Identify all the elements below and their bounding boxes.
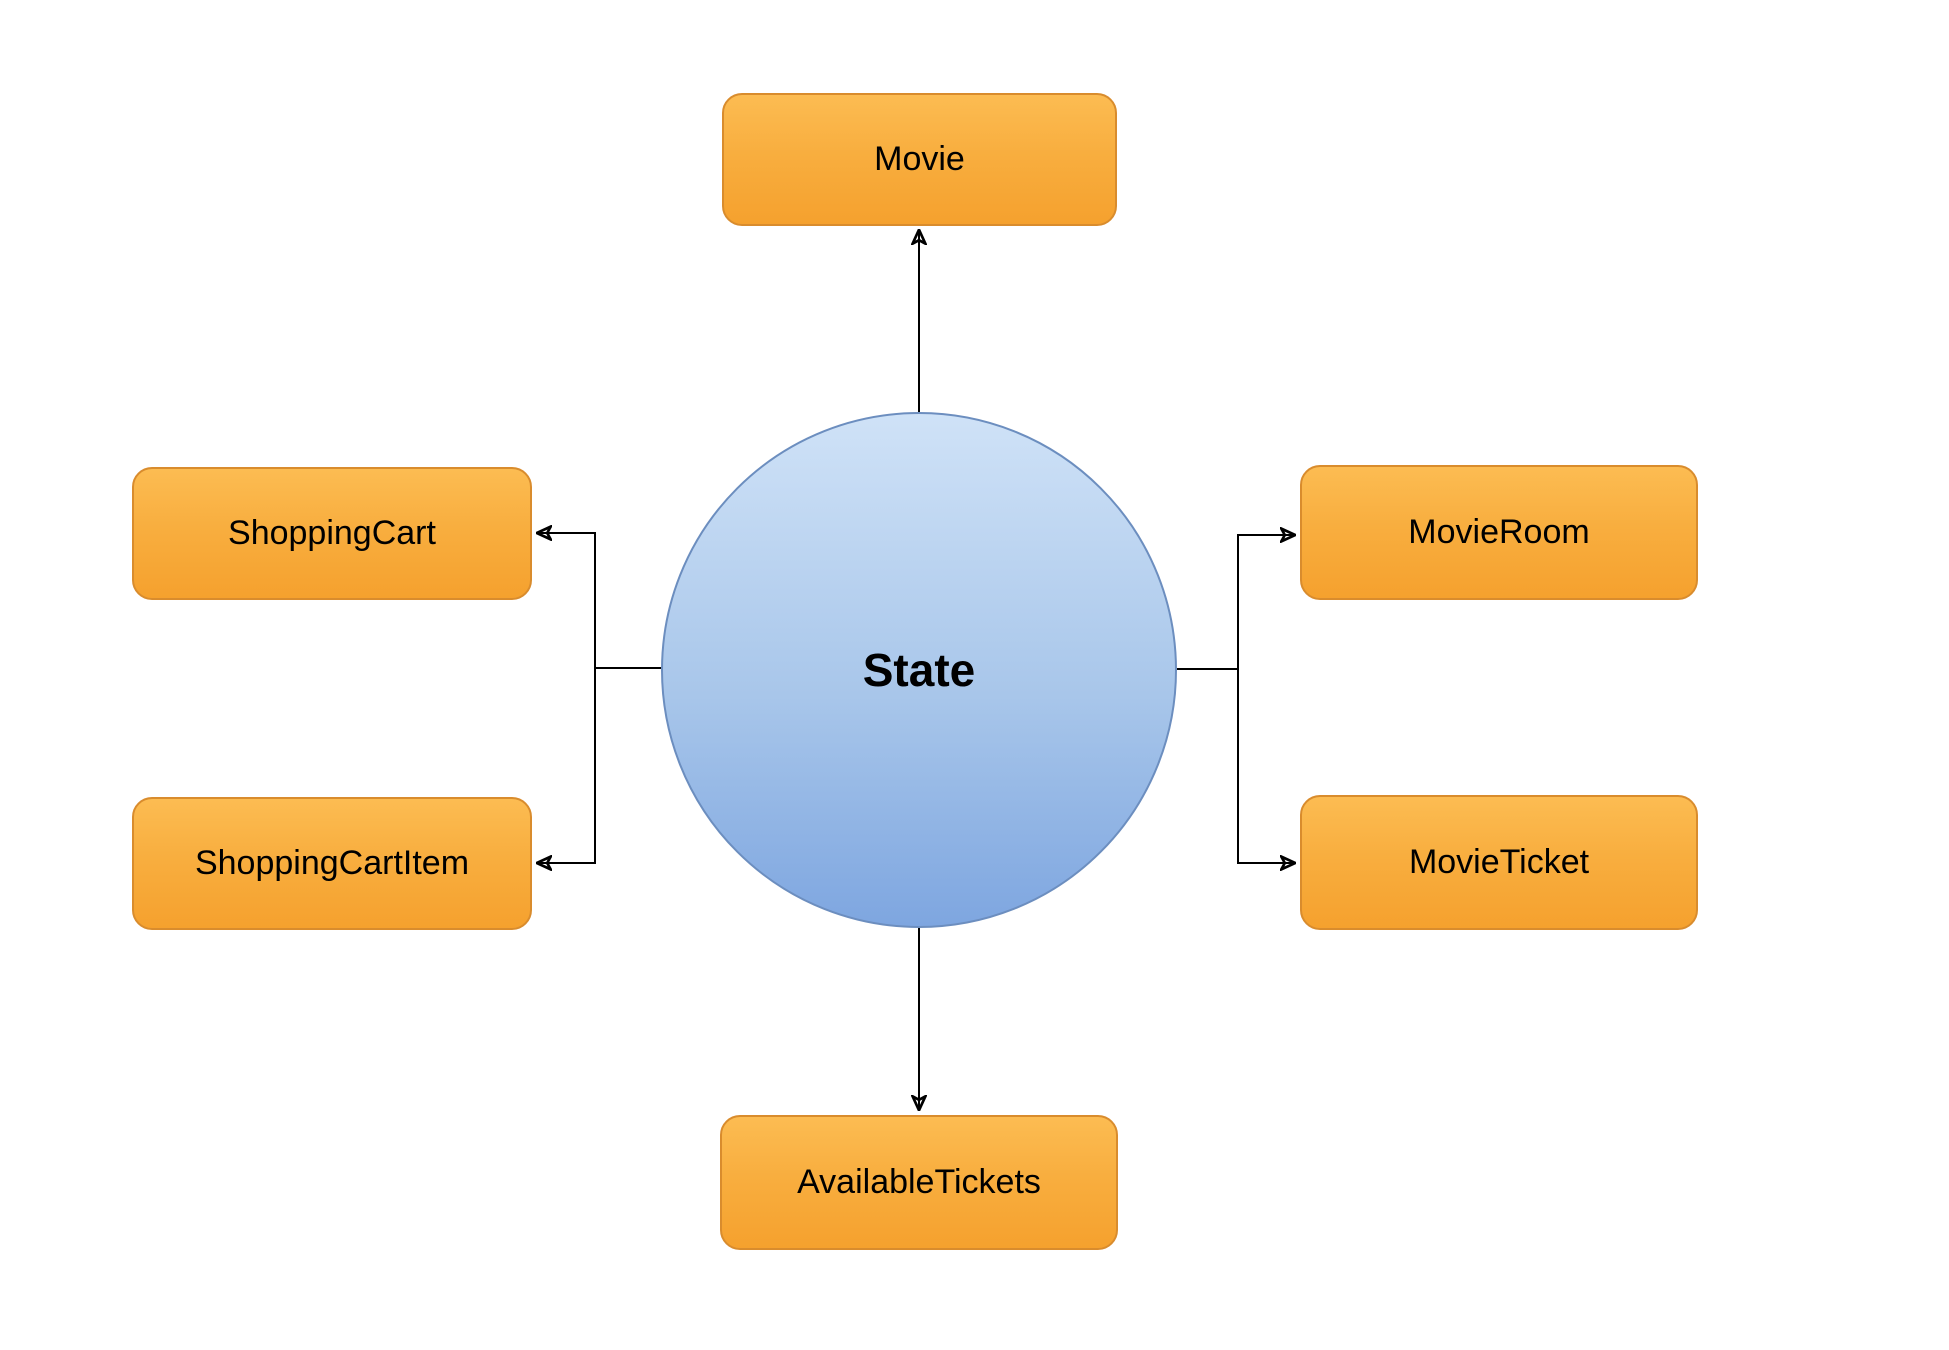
- node-available-tickets-label: AvailableTickets: [797, 1163, 1041, 1201]
- node-state: State: [661, 412, 1177, 928]
- node-state-label: State: [862, 644, 976, 696]
- node-movie-room: MovieRoom: [1300, 465, 1698, 600]
- node-available-tickets: AvailableTickets: [720, 1115, 1118, 1250]
- node-shopping-cart: ShoppingCart: [132, 467, 532, 600]
- edge-state-to-movie-ticket: [1237, 669, 1294, 863]
- edge-state-to-shopping-cart-item: [538, 668, 596, 863]
- node-movie-room-label: MovieRoom: [1408, 513, 1590, 551]
- edge-state-to-shopping-cart: [538, 533, 662, 669]
- node-movie-ticket: MovieTicket: [1300, 795, 1698, 930]
- node-shopping-cart-item: ShoppingCartItem: [132, 797, 532, 930]
- edge-state-to-movie-room: [1177, 535, 1294, 670]
- node-shopping-cart-item-label: ShoppingCartItem: [194, 844, 470, 882]
- node-movie-label: Movie: [874, 140, 965, 178]
- node-shopping-cart-label: ShoppingCart: [228, 514, 436, 552]
- node-movie-ticket-label: MovieTicket: [1408, 843, 1590, 881]
- node-movie: Movie: [722, 93, 1117, 226]
